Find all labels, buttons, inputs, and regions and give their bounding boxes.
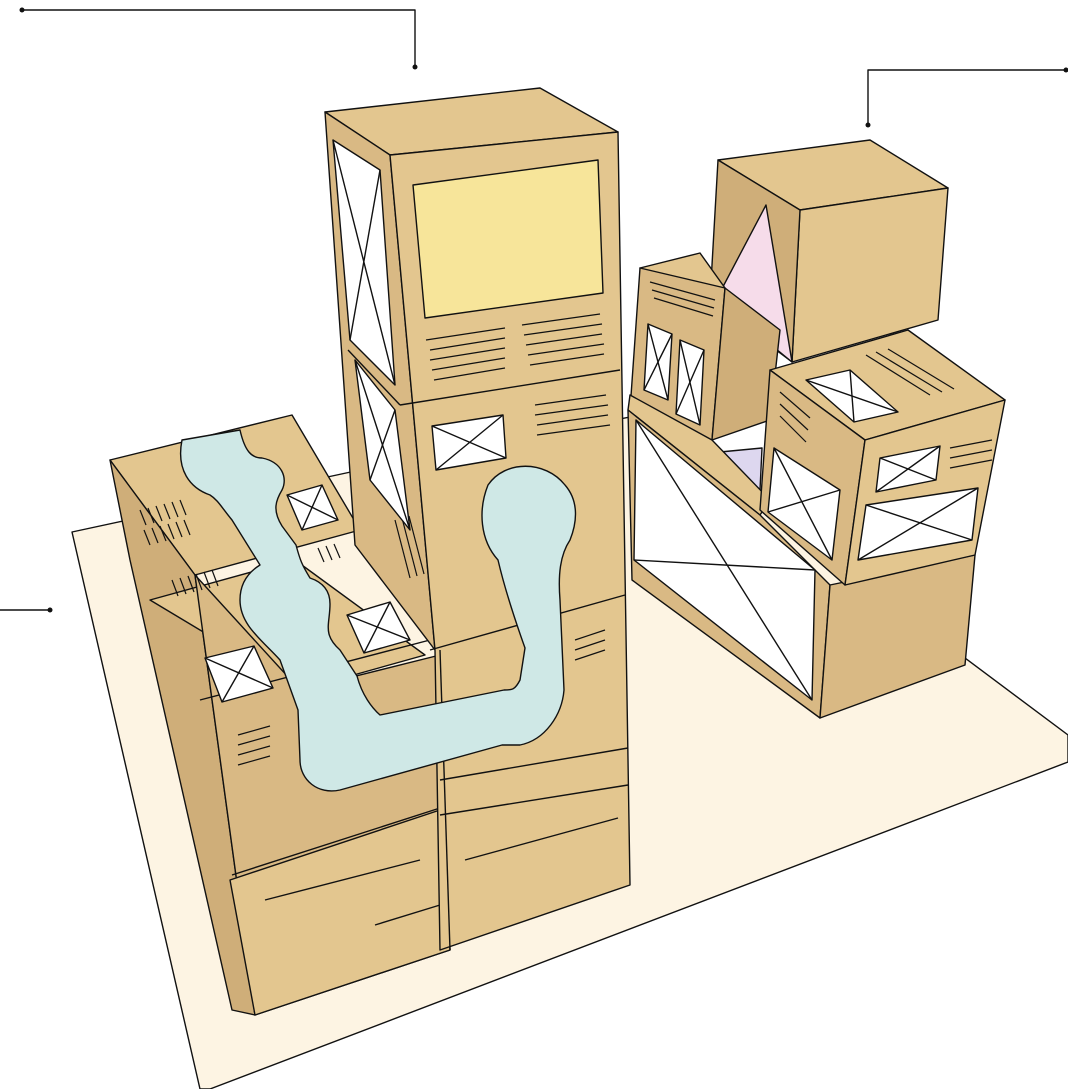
left-block-left-face (109, 459, 256, 1016)
cube-front-face (791, 187, 949, 363)
yellow-screen-panel (412, 159, 604, 319)
right-box-cluster (627, 139, 1006, 719)
mint-channel (180, 429, 577, 792)
vent-hatch-left (139, 499, 341, 766)
text-lines-upper (394, 313, 611, 661)
callout-leader-top-right (865, 67, 1068, 128)
callout-leader-left (0, 607, 53, 613)
callout-leader-top-left (19, 7, 418, 70)
